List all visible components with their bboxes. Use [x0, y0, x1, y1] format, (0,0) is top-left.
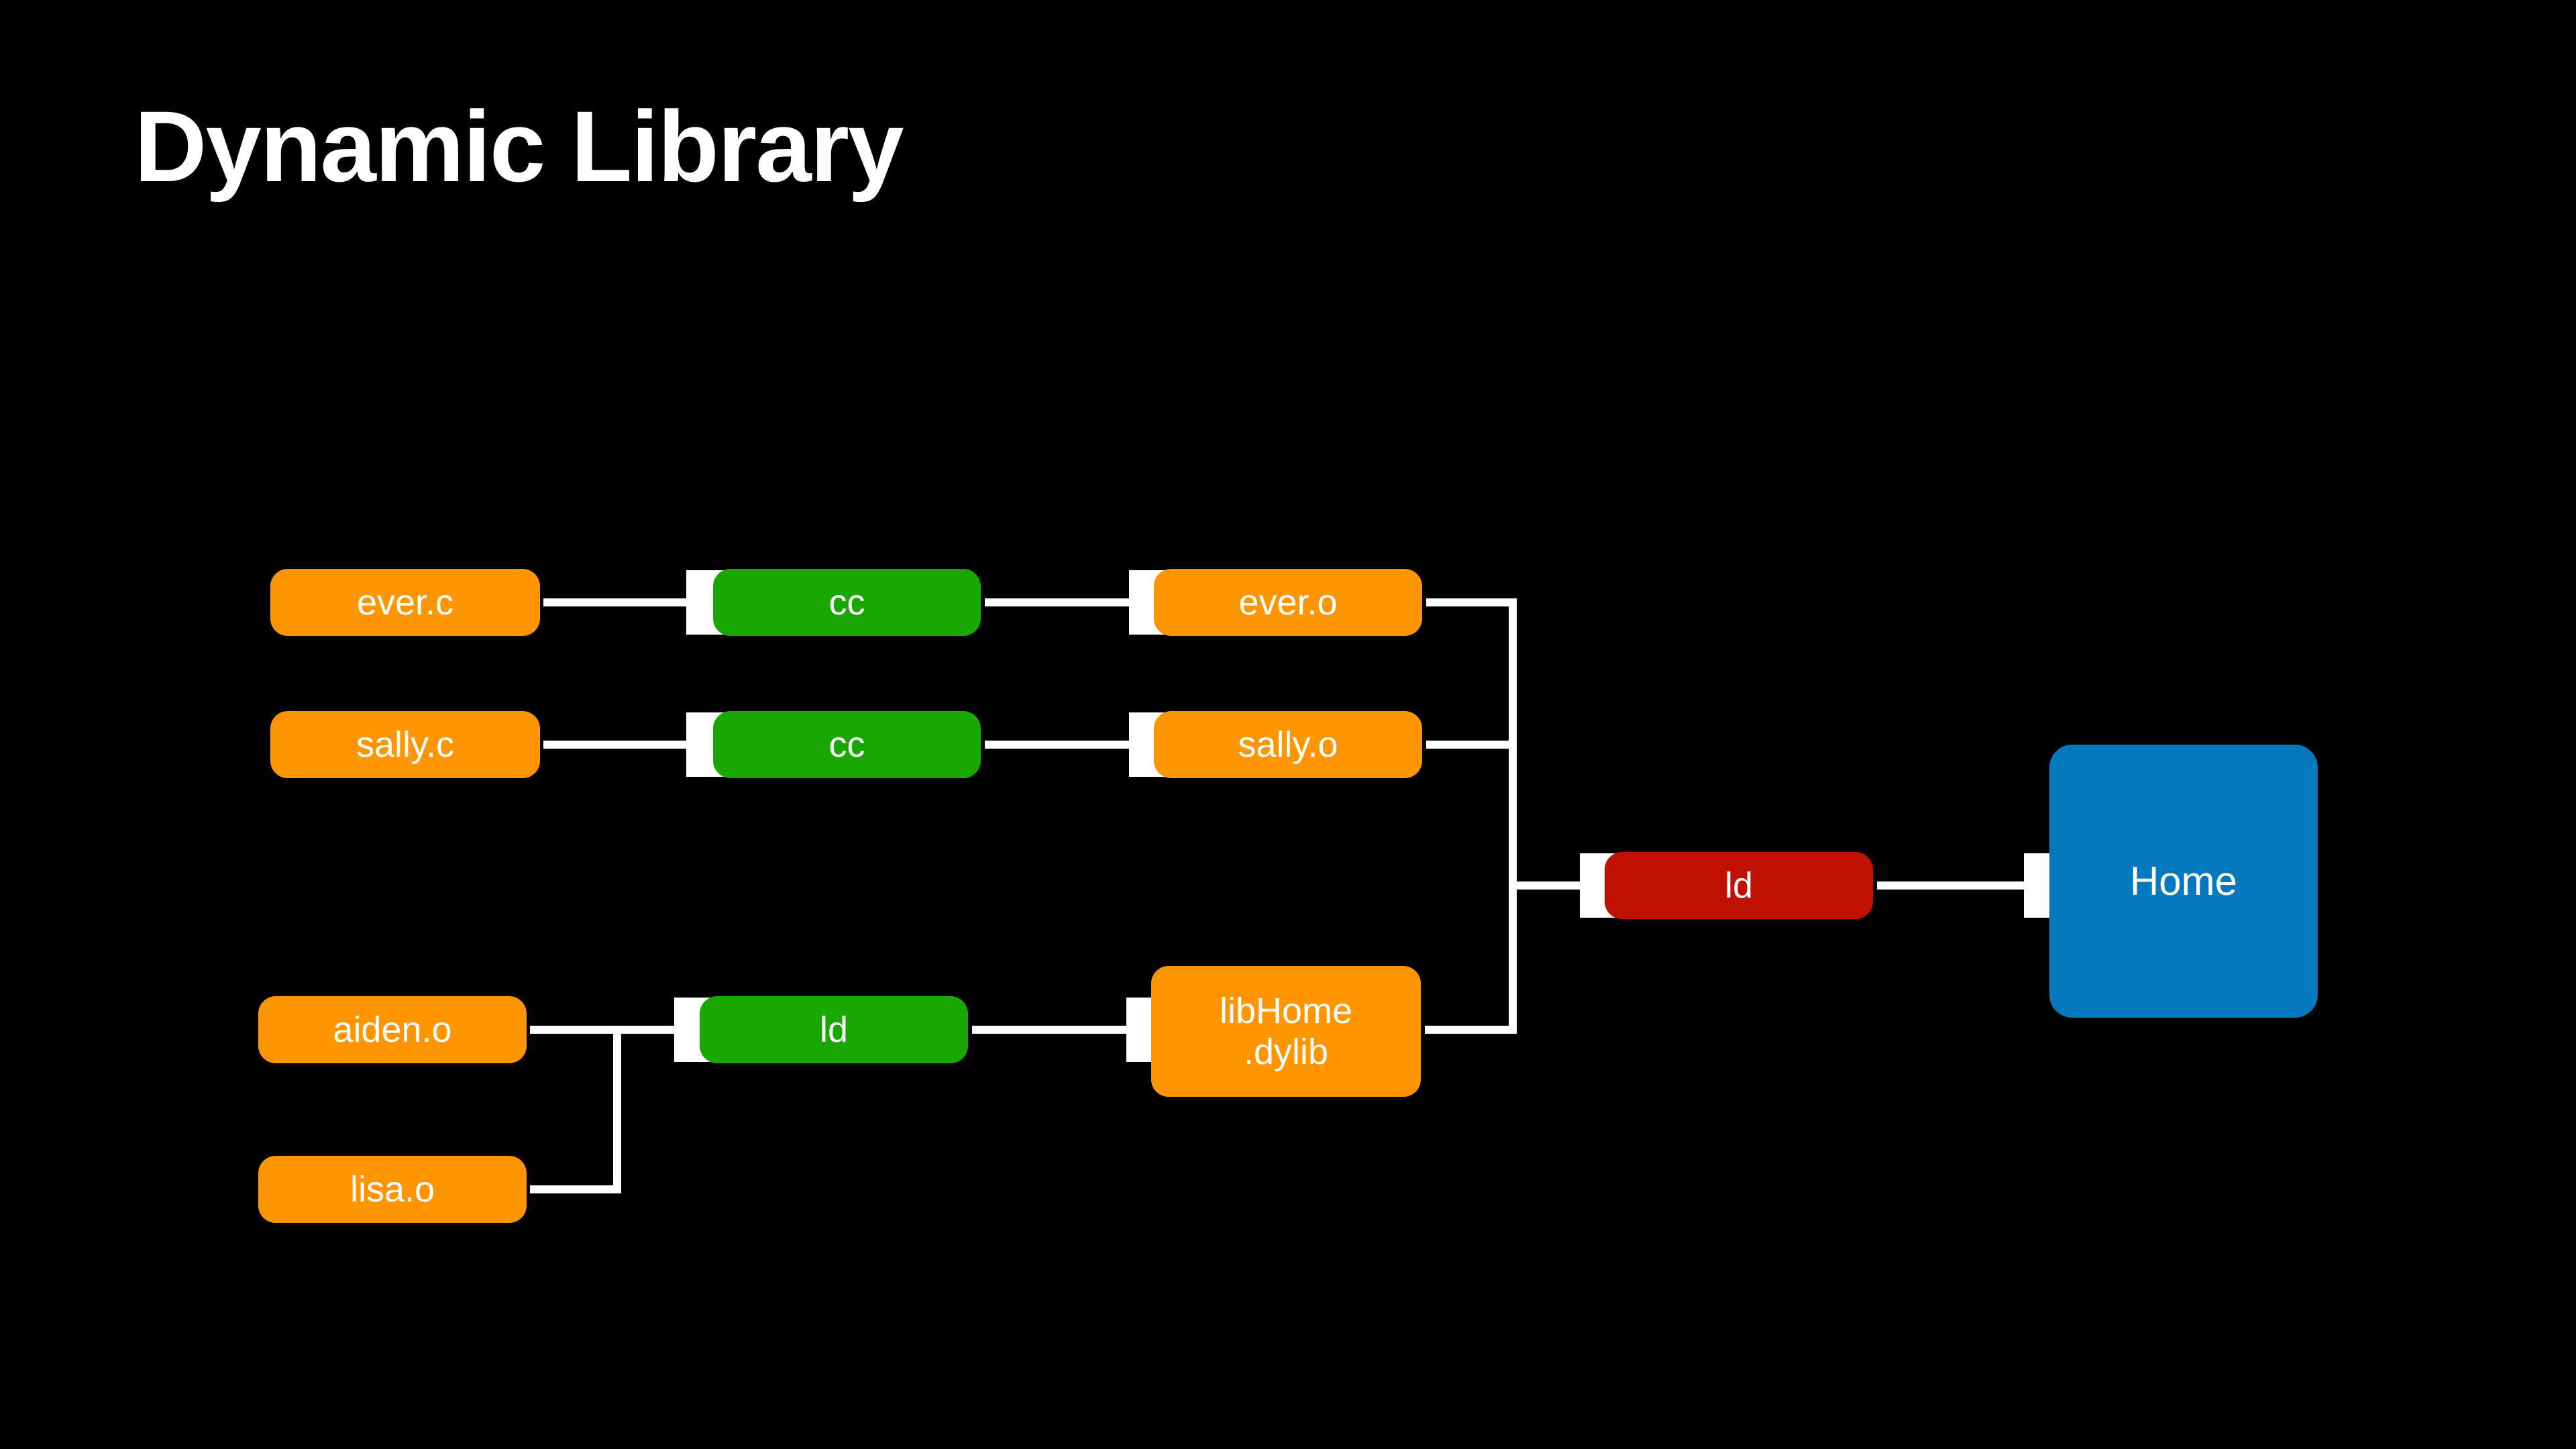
node-libhome-dylib-label-line1: libHome: [1219, 991, 1353, 1032]
node-ld-lib[interactable]: ld: [700, 996, 968, 1063]
node-cc-sally-label: cc: [828, 724, 865, 765]
node-ld-final[interactable]: ld: [1605, 852, 1873, 919]
node-cc-sally[interactable]: cc: [713, 711, 981, 778]
node-cc-ever[interactable]: cc: [713, 569, 981, 636]
node-ever-o-label: ever.o: [1238, 582, 1338, 623]
node-sally-o[interactable]: sally.o: [1154, 711, 1422, 778]
node-ever-o[interactable]: ever.o: [1154, 569, 1422, 636]
edge-lisao-to-ld: [530, 1030, 621, 1193]
node-ld-final-label: ld: [1724, 865, 1754, 906]
edge-libhome-to-bus: [1425, 885, 1517, 1034]
node-lisa-o-label: lisa.o: [350, 1169, 435, 1210]
node-ld-lib-label: ld: [819, 1009, 849, 1050]
node-home[interactable]: Home: [2049, 745, 2318, 1018]
node-sally-o-label: sally.o: [1238, 724, 1338, 765]
node-cc-ever-label: cc: [828, 582, 865, 623]
node-lisa-o[interactable]: lisa.o: [258, 1156, 527, 1223]
node-aiden-o[interactable]: aiden.o: [258, 996, 527, 1063]
node-libhome-dylib[interactable]: libHome .dylib: [1151, 966, 1421, 1097]
node-sally-c-label: sally.c: [356, 724, 455, 765]
node-ever-c[interactable]: ever.c: [270, 569, 540, 636]
node-aiden-o-label: aiden.o: [333, 1009, 452, 1050]
node-libhome-dylib-label-line2: .dylib: [1243, 1031, 1329, 1072]
edge-evero-to-bus: [1426, 598, 1517, 885]
node-home-label: Home: [2129, 858, 2238, 904]
page-title: Dynamic Library: [134, 90, 904, 203]
node-ever-c-label: ever.c: [356, 582, 454, 623]
node-sally-c[interactable]: sally.c: [270, 711, 540, 778]
